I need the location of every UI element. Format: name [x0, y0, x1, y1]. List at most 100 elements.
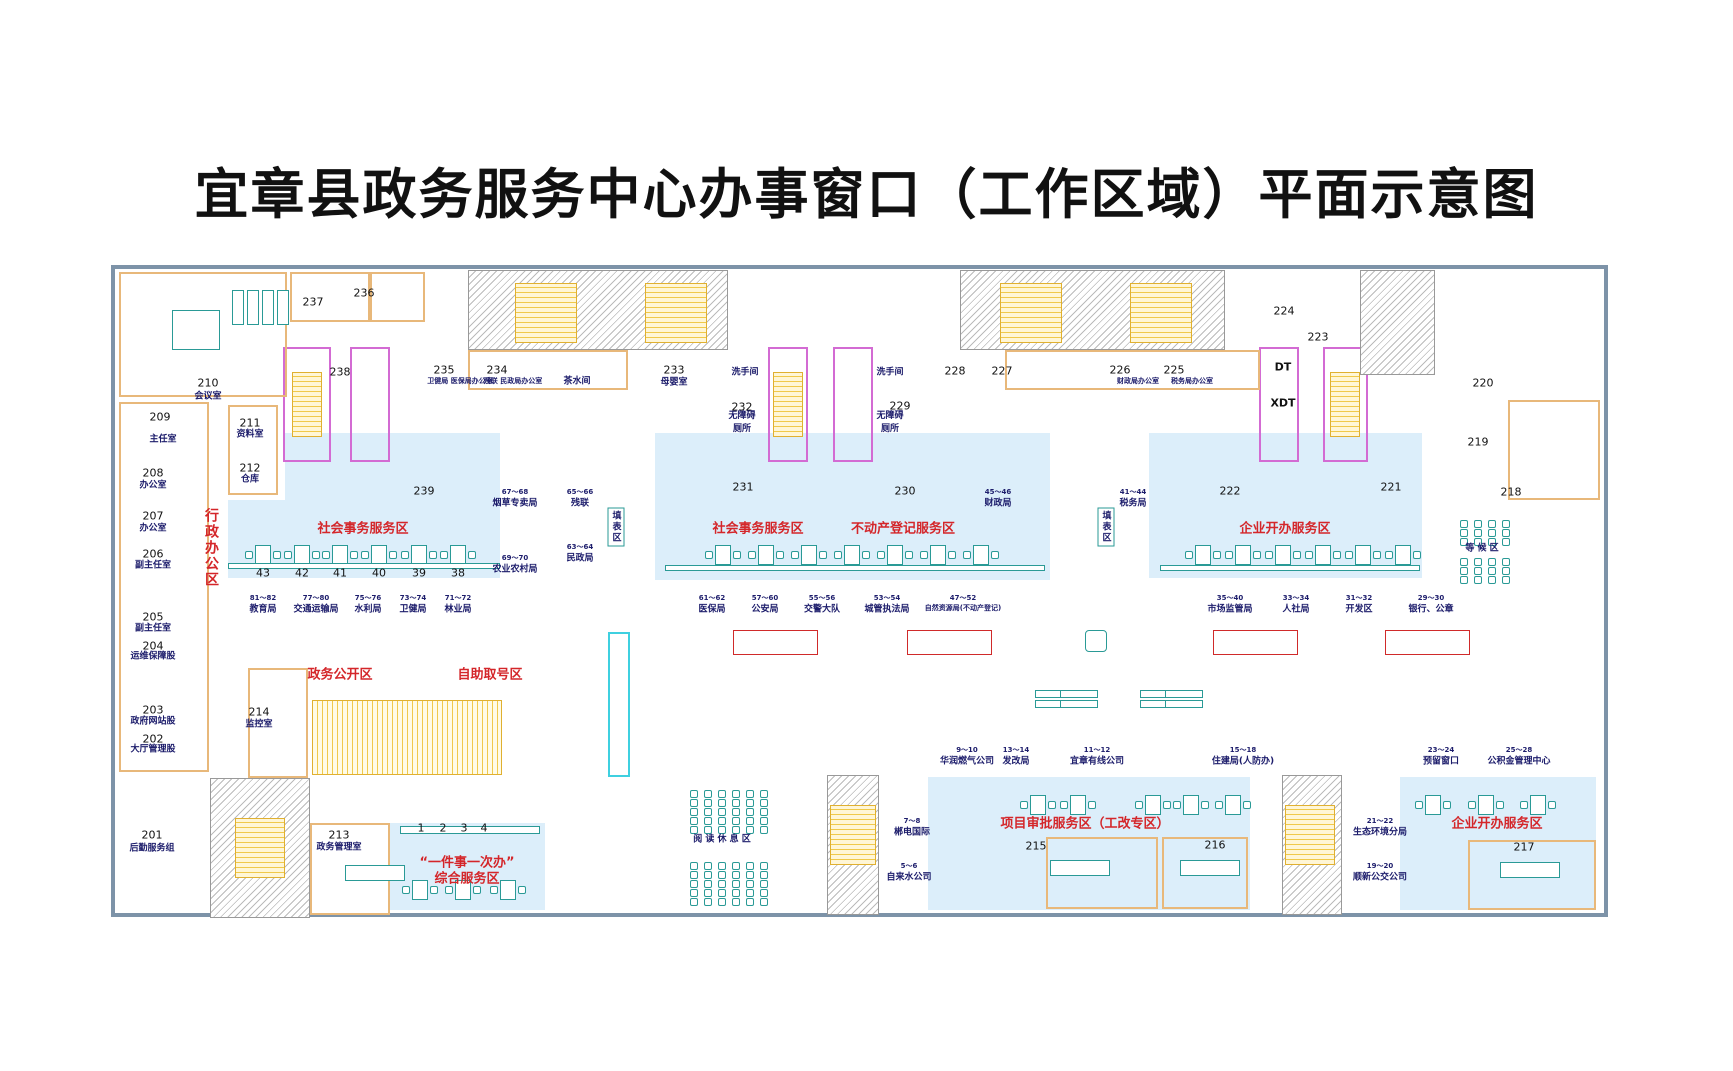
- chair: [732, 862, 740, 870]
- chair: [1460, 538, 1468, 546]
- service-window-desk: [887, 545, 903, 565]
- room-number: 205: [142, 610, 164, 624]
- chair: [1225, 551, 1233, 559]
- service-counter: [1160, 565, 1420, 571]
- chair: [905, 551, 913, 559]
- office-desk: [1180, 860, 1240, 876]
- info-kiosk[interactable]: [1085, 630, 1107, 652]
- service-window-desk: [1235, 545, 1251, 565]
- room-number: 230: [894, 484, 916, 498]
- chair: [690, 808, 698, 816]
- room-number: 239: [413, 484, 435, 498]
- agency-window-range: 55～56: [808, 594, 836, 602]
- chair: [746, 826, 754, 834]
- chair: [760, 826, 768, 834]
- chair: [312, 551, 320, 559]
- chair: [690, 790, 698, 798]
- chair: [490, 886, 498, 894]
- chair: [1265, 551, 1273, 559]
- agency-window-range: 73～74: [399, 594, 427, 602]
- room-number: 226: [1109, 363, 1131, 377]
- agency-window-range: 5～6: [900, 862, 918, 870]
- chair: [690, 862, 698, 870]
- agency-window-range: 15～18: [1229, 746, 1257, 754]
- agency-window-range: 57～60: [751, 594, 779, 602]
- chair: [1496, 801, 1504, 809]
- chair: [733, 551, 741, 559]
- stairs: [830, 805, 876, 865]
- agency-window-range: 25～28: [1505, 746, 1533, 754]
- chair: [746, 862, 754, 870]
- chair: [440, 551, 448, 559]
- agency-name: 教育局: [249, 604, 277, 615]
- chair: [704, 817, 712, 825]
- room-name: 副主任室: [134, 623, 172, 634]
- room-name: 监控室: [245, 719, 273, 730]
- zone-social-affairs-mid: 社会事务服务区: [712, 521, 804, 537]
- room-number: 227: [991, 364, 1013, 378]
- agency-window-range: 33～34: [1282, 594, 1310, 602]
- service-window-desk: [455, 880, 471, 900]
- chair: [1243, 801, 1251, 809]
- room-number: 218: [1500, 485, 1522, 499]
- chair: [718, 898, 726, 906]
- zone-project-approval: 项目审批服务区（工改专区）: [1000, 816, 1170, 832]
- chair: [1502, 576, 1510, 584]
- bench: [1165, 700, 1203, 708]
- chair: [704, 898, 712, 906]
- window-number: 43: [256, 566, 270, 580]
- service-counter: [665, 565, 1045, 571]
- chair: [1460, 567, 1468, 575]
- chair: [718, 817, 726, 825]
- chair: [704, 862, 712, 870]
- chair: [1373, 551, 1381, 559]
- agency-name: 卫健局: [399, 604, 427, 615]
- agency-name: 市场监管局: [1207, 604, 1253, 615]
- agency-window-range: 31～32: [1345, 594, 1373, 602]
- agency-name: 宜章有线公司: [1069, 756, 1125, 767]
- agency-name: 公安局: [751, 604, 779, 615]
- room-name: 茶水间: [563, 376, 591, 387]
- chair: [760, 808, 768, 816]
- chair: [920, 551, 928, 559]
- agency-name: 人社局: [1282, 604, 1310, 615]
- room-name: 卫健局 医保局办公室: [427, 377, 493, 385]
- chair: [1201, 801, 1209, 809]
- room-number: 216: [1204, 838, 1226, 852]
- agency-window-range: 65～66: [566, 488, 594, 496]
- agency-window-range: 69～70: [501, 554, 529, 562]
- reception-counter: [733, 630, 818, 655]
- chair: [746, 871, 754, 879]
- chair: [690, 799, 698, 807]
- service-window-desk: [1478, 795, 1494, 815]
- chair: [819, 551, 827, 559]
- room-number: 217: [1513, 840, 1535, 854]
- chair: [1088, 801, 1096, 809]
- room-number: 225: [1163, 363, 1185, 377]
- stairs: [1000, 283, 1062, 343]
- entrance-glass: [608, 632, 630, 777]
- agency-name: 交通运输局: [293, 604, 339, 615]
- chair: [760, 862, 768, 870]
- chair: [273, 551, 281, 559]
- chair: [350, 551, 358, 559]
- agency-window-range: 23～24: [1427, 746, 1455, 754]
- room-name: 洗手间: [876, 367, 904, 378]
- chair: [1488, 567, 1496, 575]
- chair: [746, 808, 754, 816]
- chair: [862, 551, 870, 559]
- zone-one-item-sub: 综合服务区: [434, 871, 500, 887]
- chair: [1163, 801, 1171, 809]
- offices-235-233-wall: [468, 350, 628, 390]
- chair: [760, 790, 768, 798]
- chair: [877, 551, 885, 559]
- room-number: 233: [663, 363, 685, 377]
- service-window-desk: [1530, 795, 1546, 815]
- chair: [1502, 529, 1510, 537]
- chair: [1460, 529, 1468, 537]
- agency-name: 发改局: [1002, 756, 1030, 767]
- room-number: 232: [731, 400, 753, 414]
- page-title: 宜章县政务服务中心办事窗口（工作区域）平面示意图: [194, 162, 1539, 226]
- form-filling-area: 填表区: [607, 507, 625, 547]
- chair: [704, 889, 712, 897]
